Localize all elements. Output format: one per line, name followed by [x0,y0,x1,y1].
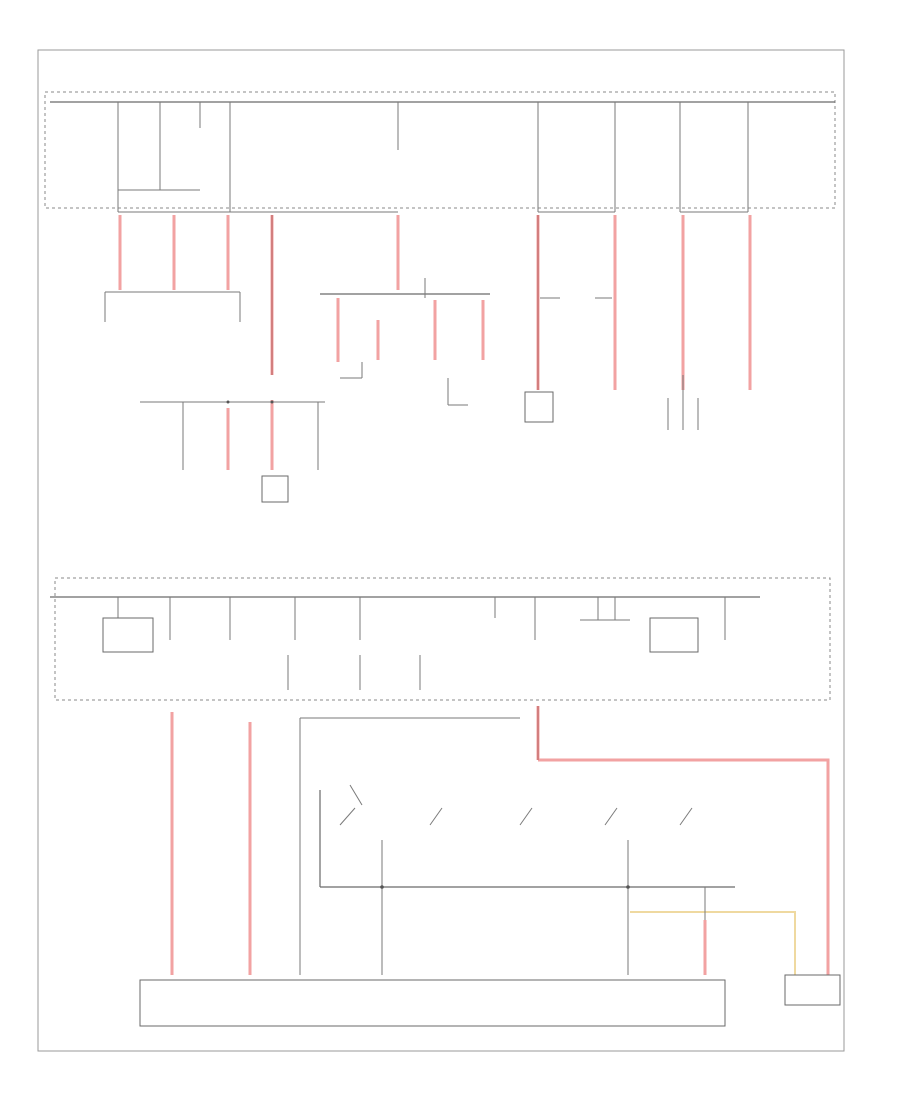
lower-power-wires [170,706,830,975]
fuse-box-right [649,617,699,653]
mid-components [104,278,699,503]
top-fuse-block [44,91,836,213]
fuse-box-left [102,617,154,653]
page-border [37,49,845,1052]
body-control-module [139,979,726,1027]
bottom-modules [139,974,841,1027]
top-power-wires [118,215,752,470]
relay-box-upper [524,391,554,423]
switch-panel [319,784,735,975]
instrument-cluster-box [261,475,289,503]
trunk-module-box [784,974,841,1006]
lower-fuse-block [50,577,831,701]
